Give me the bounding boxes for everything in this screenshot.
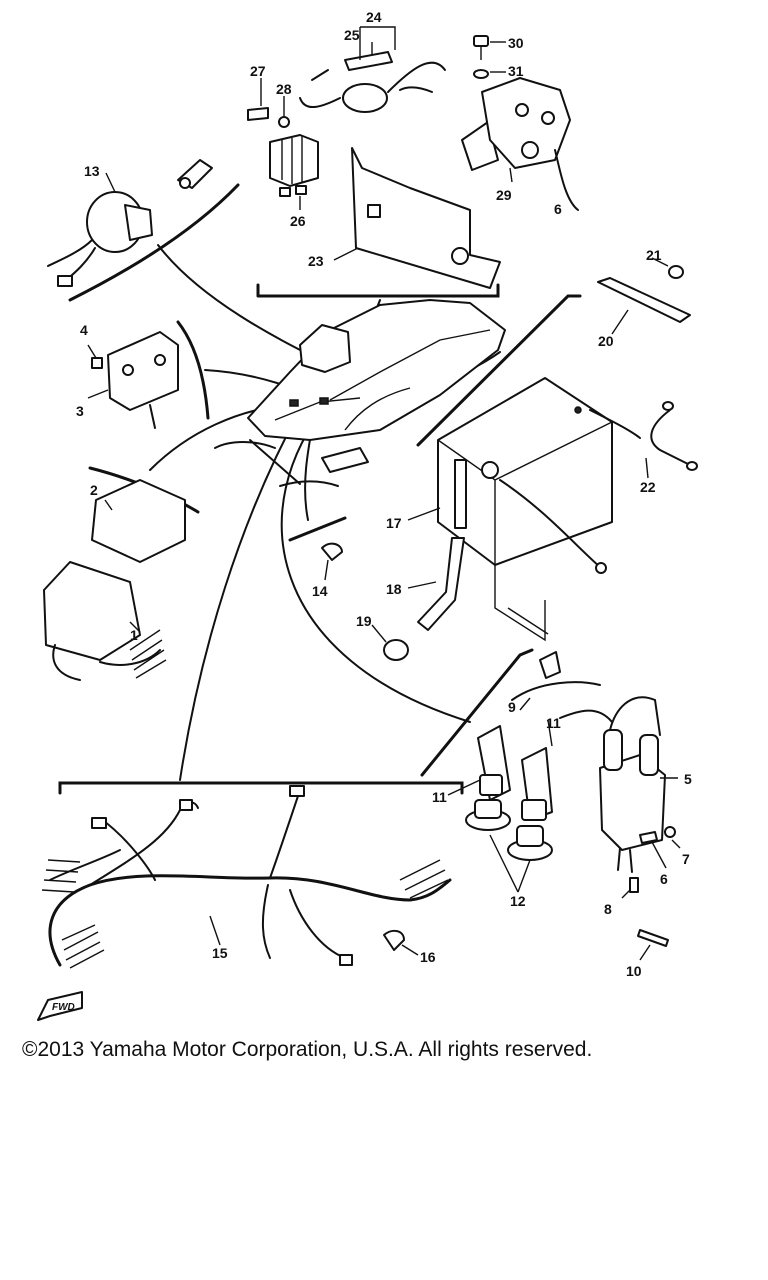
callout-10: 10 — [626, 963, 642, 979]
callout-4: 4 — [80, 322, 88, 338]
callout-26: 26 — [290, 213, 306, 229]
callout-leaders — [87, 26, 681, 961]
callout-13: 13 — [84, 163, 100, 179]
callout-21: 21 — [646, 247, 662, 263]
callout-24: 24 — [366, 9, 382, 25]
callout-numbers: 1 2 3 4 5 6 6 7 8 9 10 11 11 12 13 14 15… — [76, 9, 692, 979]
battery-strap-20 — [597, 265, 691, 323]
relay-bracket-assembly — [247, 51, 501, 289]
callout-31: 31 — [508, 63, 524, 79]
callout-5: 5 — [684, 771, 692, 787]
callout-2: 2 — [90, 482, 98, 498]
ignition-coil-5 — [511, 681, 676, 893]
callout-1: 1 — [130, 627, 138, 643]
callout-22: 22 — [640, 479, 656, 495]
main-switch-13 — [47, 159, 213, 287]
callout-20: 20 — [598, 333, 614, 349]
callout-12: 12 — [510, 893, 526, 909]
callout-6b: 6 — [554, 201, 562, 217]
callout-6: 6 — [660, 871, 668, 887]
spark-plug-caps-11 — [477, 651, 561, 821]
parts-diagram: FWD 1 2 — [37, 9, 698, 1021]
callout-9: 9 — [508, 699, 516, 715]
callout-8: 8 — [604, 901, 612, 917]
fwd-label: FWD — [52, 1002, 75, 1013]
callout-29: 29 — [496, 187, 512, 203]
callout-18: 18 — [386, 581, 402, 597]
copyright-notice: ©2013 Yamaha Motor Corporation, U.S.A. A… — [22, 1038, 593, 1061]
callout-16: 16 — [420, 949, 436, 965]
wire-harness-15 — [41, 785, 452, 969]
clamp-14 — [321, 542, 343, 561]
fwd-arrow-icon: FWD — [37, 991, 83, 1021]
vent-tube-18 — [383, 537, 465, 661]
callout-11a: 11 — [432, 789, 447, 805]
cdi-unit-1-2 — [43, 479, 186, 681]
callout-17: 17 — [386, 515, 402, 531]
callout-3: 3 — [76, 403, 84, 419]
starter-relay-29 — [461, 35, 579, 211]
bolt-10 — [637, 929, 669, 947]
callout-25: 25 — [344, 27, 360, 43]
callout-28: 28 — [276, 81, 292, 97]
battery-17 — [437, 377, 641, 642]
callout-19: 19 — [356, 613, 372, 629]
callout-7: 7 — [682, 851, 690, 867]
snowmobile-illustration — [214, 299, 506, 487]
callout-11b: 11 — [546, 715, 561, 731]
callout-15: 15 — [212, 945, 228, 961]
clamp-16 — [383, 929, 405, 951]
callout-14: 14 — [312, 583, 328, 599]
callout-27: 27 — [250, 63, 266, 79]
rectifier-3 — [91, 331, 179, 429]
callout-23: 23 — [308, 253, 324, 269]
battery-wire-22 — [650, 401, 698, 471]
callout-30: 30 — [508, 35, 524, 51]
